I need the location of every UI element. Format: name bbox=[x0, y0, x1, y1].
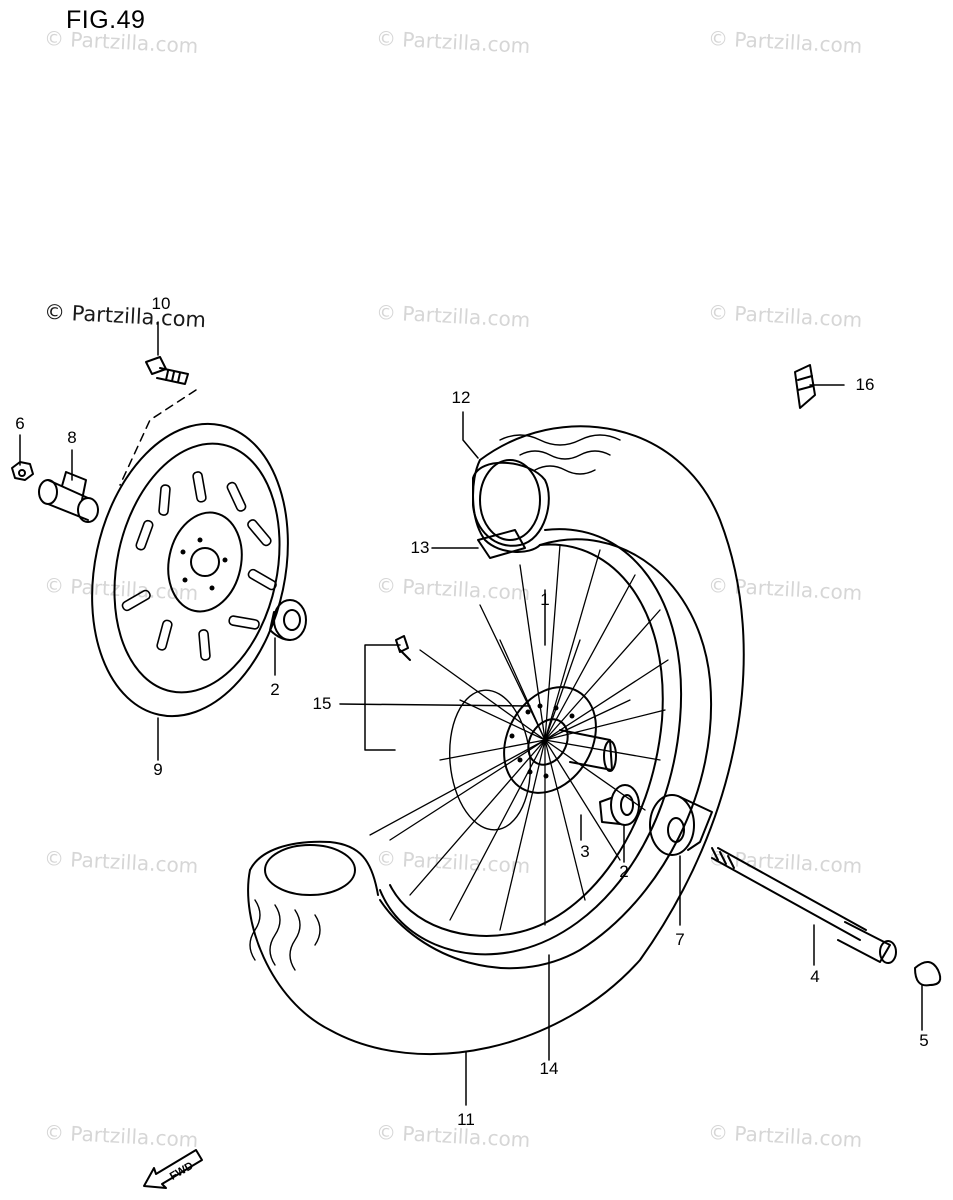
nut bbox=[11, 461, 34, 481]
hub bbox=[448, 686, 617, 831]
callout-13: 13 bbox=[410, 538, 430, 557]
callout-4: 4 bbox=[810, 967, 820, 986]
callout-3: 3 bbox=[580, 842, 590, 861]
figure-title: FIG.49 bbox=[66, 6, 146, 34]
valve-cap bbox=[794, 364, 816, 409]
callout-11: 11 bbox=[457, 1110, 475, 1129]
bolt-leader-dashed bbox=[119, 389, 197, 486]
callout-8: 8 bbox=[67, 428, 77, 447]
leader-lines bbox=[19, 321, 923, 1106]
spokes bbox=[369, 544, 669, 931]
rim-band bbox=[472, 461, 550, 547]
axle bbox=[711, 847, 897, 964]
callout-12: 12 bbox=[451, 388, 471, 407]
inner-tube-valve bbox=[477, 529, 526, 559]
spacer bbox=[649, 794, 713, 856]
callout-2-left: 2 bbox=[270, 680, 280, 699]
callout-10: 10 bbox=[151, 294, 171, 313]
bearing-right bbox=[599, 784, 640, 826]
brake-disc bbox=[91, 422, 289, 718]
tire bbox=[247, 425, 745, 1055]
callout-9: 9 bbox=[153, 760, 163, 779]
bearing-left bbox=[269, 599, 307, 641]
disc-bolt bbox=[145, 356, 189, 385]
callout-16: 16 bbox=[855, 375, 875, 394]
rim bbox=[379, 528, 683, 956]
valve-stem bbox=[395, 635, 411, 661]
callout-14: 14 bbox=[539, 1059, 559, 1078]
callout-2-right: 2 bbox=[619, 862, 629, 881]
callout-5: 5 bbox=[919, 1031, 929, 1050]
callout-7: 7 bbox=[675, 930, 685, 949]
fwd-arrow-icon: FWD bbox=[143, 1149, 203, 1189]
callout-6: 6 bbox=[15, 414, 25, 433]
callout-1: 1 bbox=[540, 590, 550, 609]
callout-15: 15 bbox=[312, 694, 332, 713]
axle-cap bbox=[914, 961, 942, 987]
collar bbox=[38, 471, 99, 523]
